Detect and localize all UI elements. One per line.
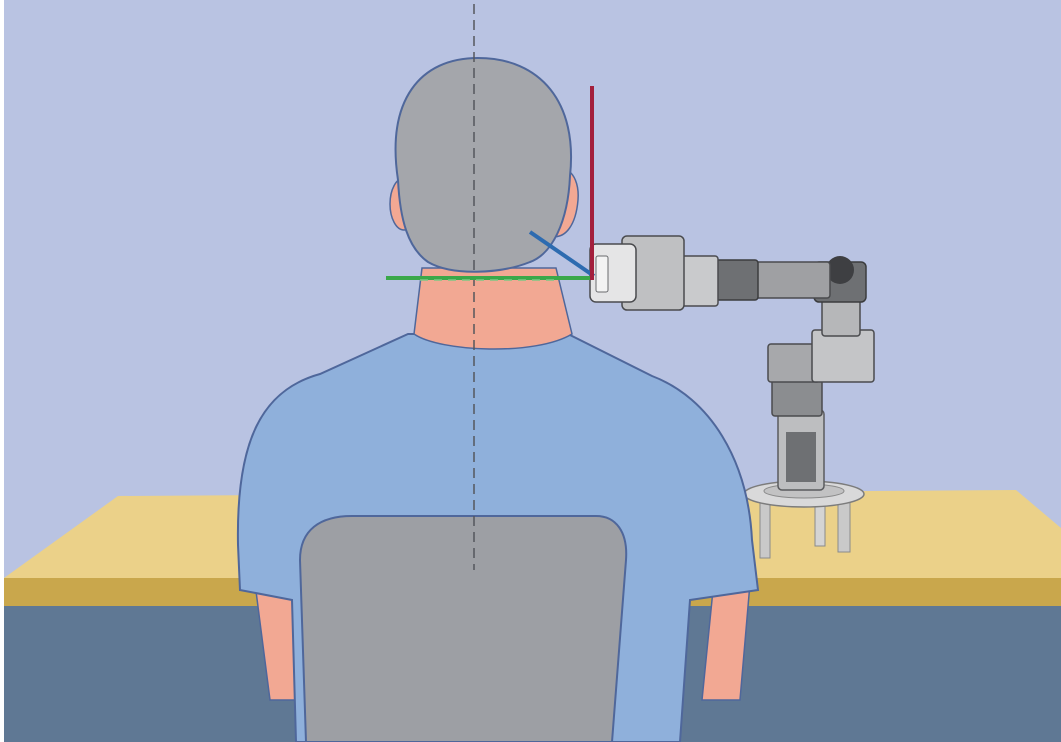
arm-end-effector-pad (596, 256, 608, 292)
office-chair (300, 516, 626, 742)
arm-base-servo-dark (786, 432, 816, 482)
head-hair (396, 58, 571, 272)
stand-leg-right (838, 500, 850, 552)
image-frame-left (0, 0, 4, 742)
arm-elbow-side (812, 330, 874, 382)
stand-leg-left (760, 500, 770, 558)
